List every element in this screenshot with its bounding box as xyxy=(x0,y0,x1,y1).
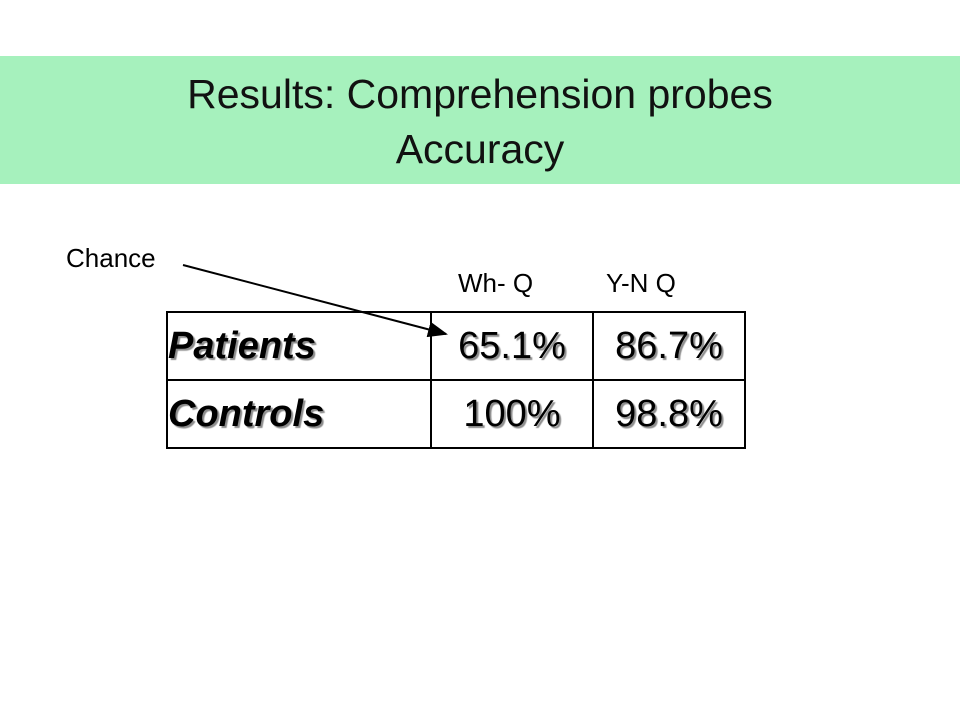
table-row: Controls 100% 98.8% xyxy=(166,379,746,449)
column-header-wh: Wh- Q xyxy=(458,268,534,298)
column-header-yn: Y-N Q xyxy=(606,268,676,298)
row-label-patients: Patients xyxy=(166,311,432,381)
cell-controls-yn: 98.8% xyxy=(592,379,746,449)
chance-annotation: Chance xyxy=(66,243,156,273)
table-row: Patients 65.1% 86.7% xyxy=(166,311,746,381)
cell-patients-wh: 65.1% xyxy=(430,311,594,381)
slide-title: Results: Comprehension probes xyxy=(187,71,773,117)
results-table: Patients 65.1% 86.7% Controls 100% 98.8% xyxy=(166,311,746,449)
cell-controls-wh: 100% xyxy=(430,379,594,449)
row-label-controls: Controls xyxy=(166,379,432,449)
slide-subtitle: Accuracy xyxy=(395,126,565,172)
cell-patients-yn: 86.7% xyxy=(592,311,746,381)
title-band: Results: Comprehension probes Accuracy xyxy=(0,56,960,184)
